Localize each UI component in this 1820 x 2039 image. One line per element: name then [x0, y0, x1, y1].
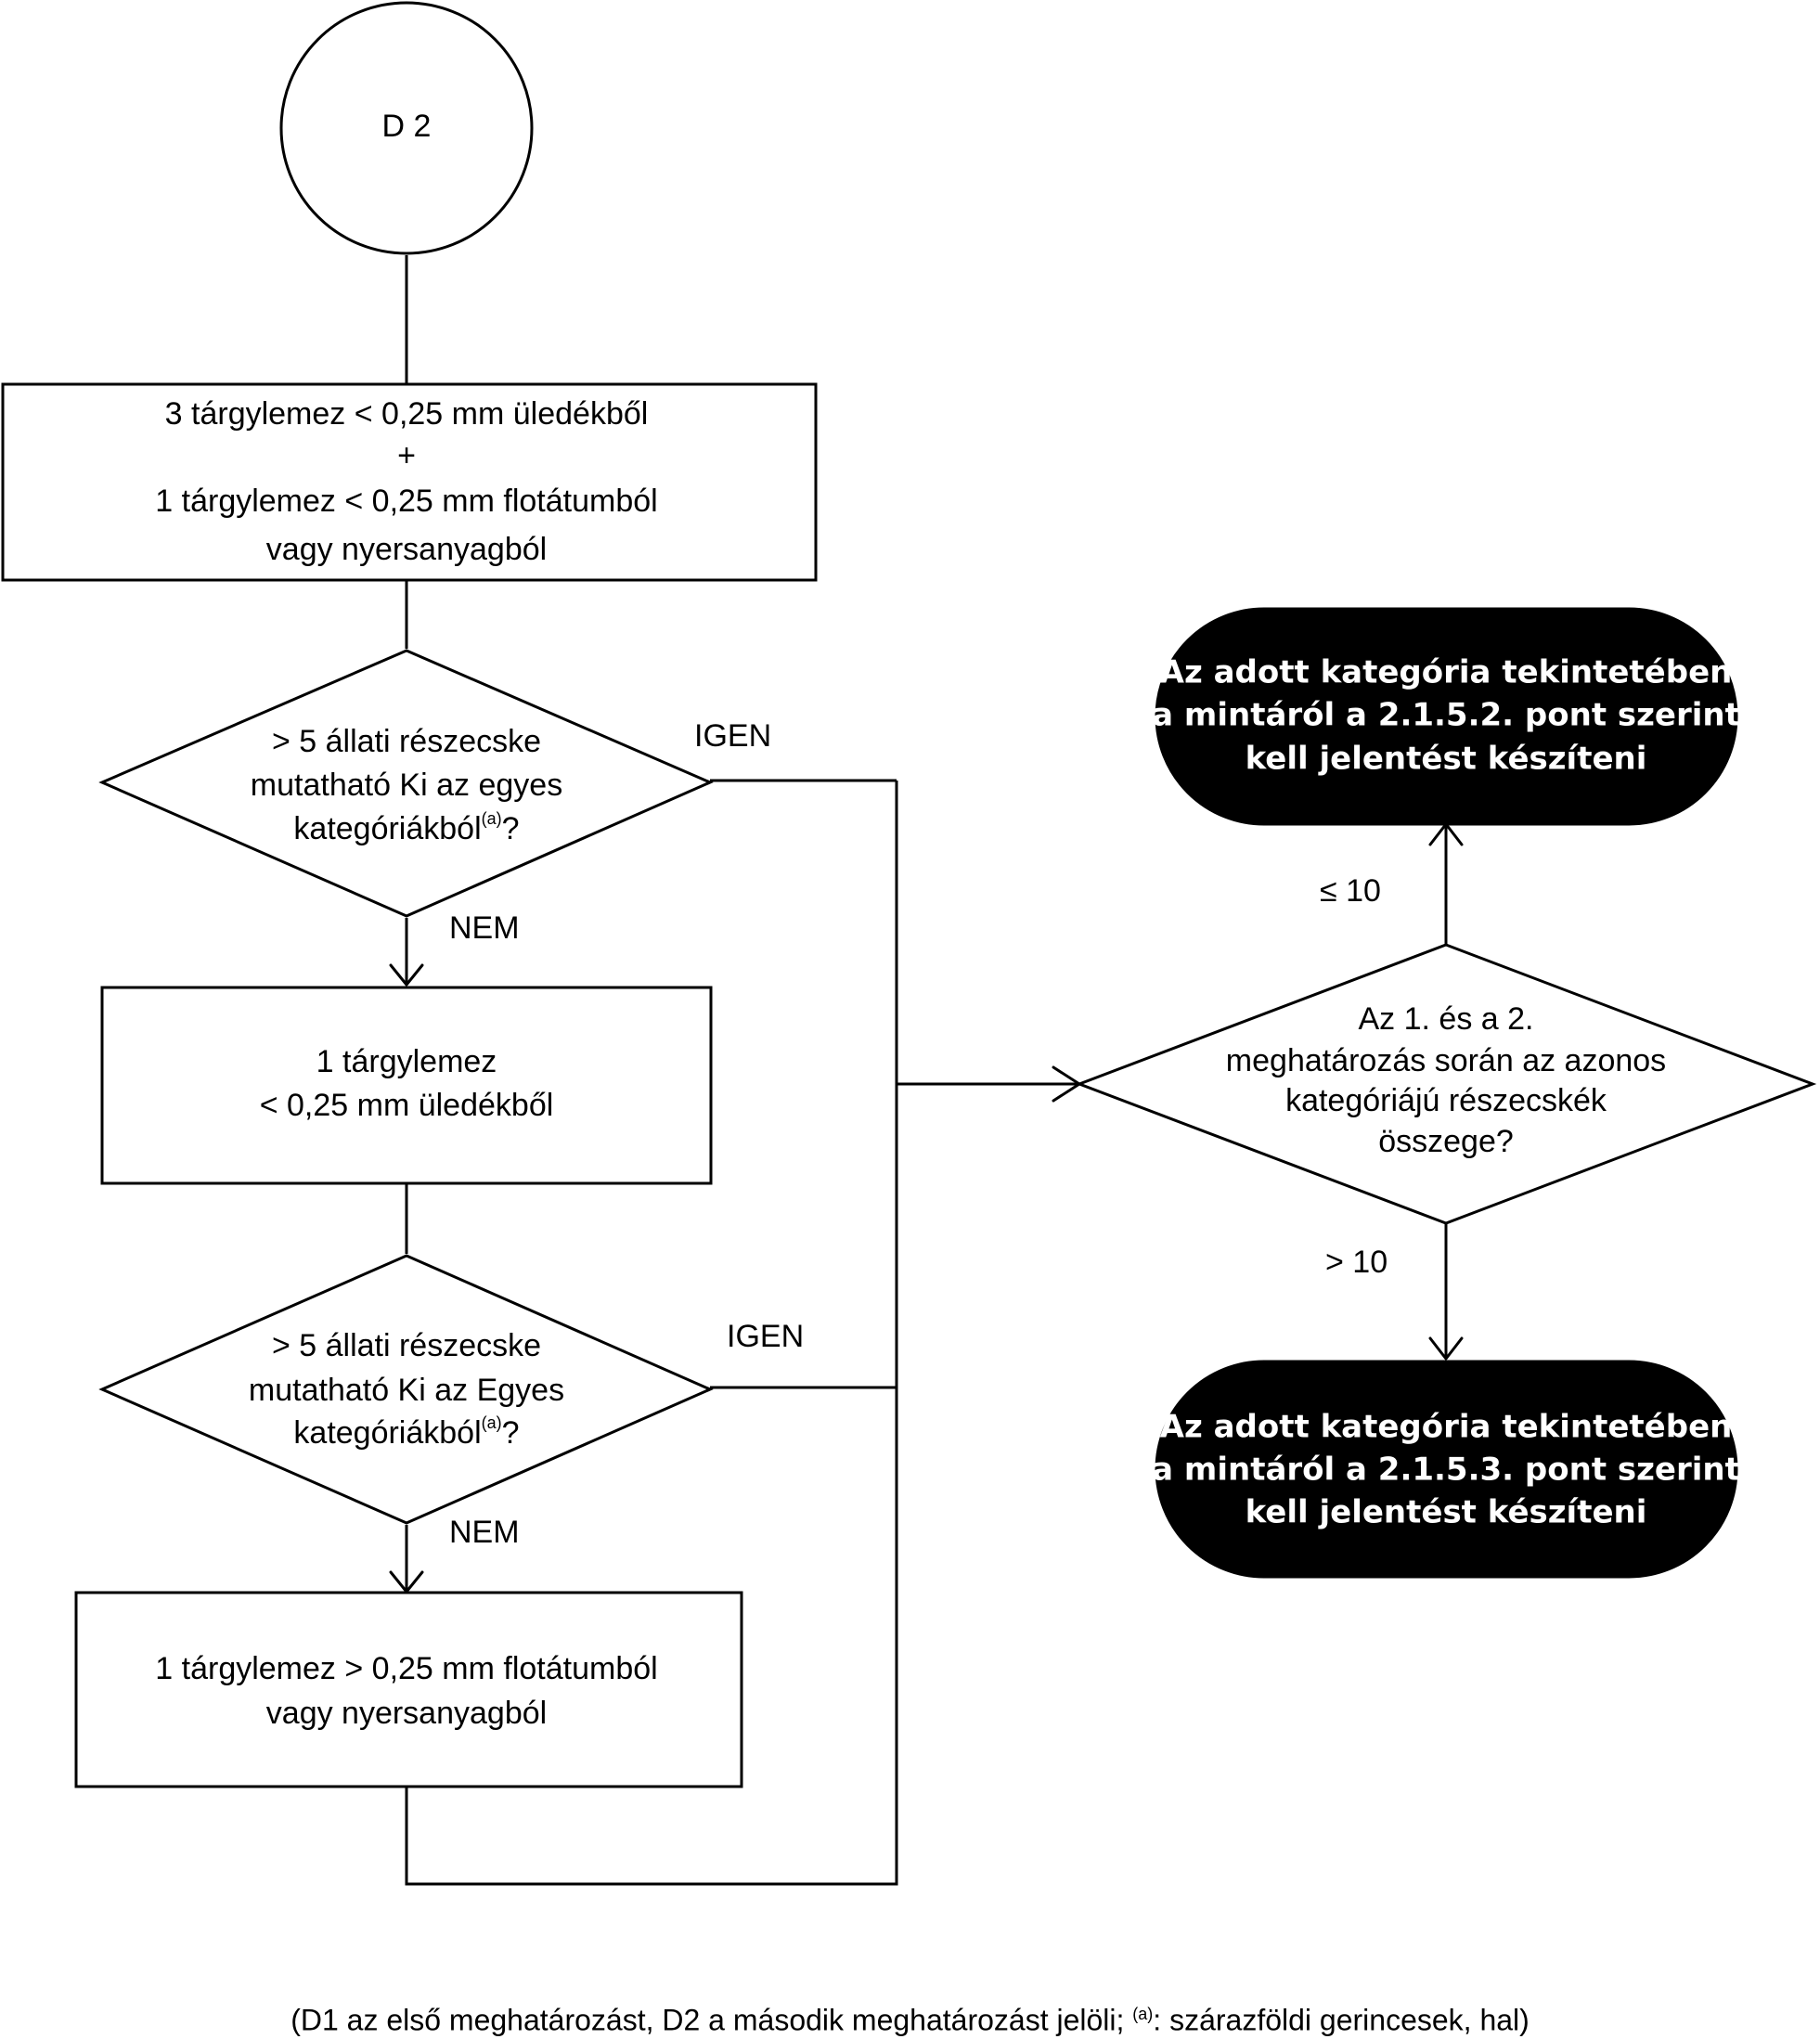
decision-3-diamond	[1075, 943, 1817, 1225]
terminal-top-line-1: Az adott kategória tekintetében	[1160, 654, 1733, 691]
decision1-superscript: (a)	[482, 809, 502, 828]
terminal-bottom-line-1: Az adott kategória tekintetében	[1160, 1409, 1733, 1446]
decision-1-diamond	[98, 649, 714, 918]
box-second-slide	[100, 986, 713, 1185]
terminal-report-2-1-5-3	[1155, 1360, 1738, 1579]
start-circle	[279, 1, 534, 255]
terminal-bottom-line-3: kell jelentést készíteni	[1246, 1494, 1647, 1531]
arrowhead-decision3-down	[1428, 1336, 1464, 1361]
decision2-line-1: > 5 állati részecske	[272, 1328, 541, 1363]
decision1-line-3-main: kategóriákból	[293, 811, 481, 846]
decision2-superscript: (a)	[482, 1413, 502, 1432]
terminal-bottom-line-2: a mintáról a 2.1.5.3. pont szerint	[1152, 1452, 1740, 1489]
label-greater-10: > 10	[1325, 1245, 1388, 1280]
box1-line-3: 1 tárgylemez < 0,25 mm flotátumból	[155, 484, 657, 519]
decision-2-diamond	[98, 1254, 714, 1525]
connector-box3-to-merge	[405, 781, 898, 1886]
box2-line-2: < 0,25 mm üledékből	[260, 1088, 554, 1123]
caption-part-1: (D1 az első meghatározást, D2 a második …	[290, 2003, 1133, 2037]
decision1-line-2: mutatható Ki az egyes	[251, 768, 562, 803]
caption-superscript: (a)	[1132, 2005, 1154, 2023]
terminal-top-line-2: a mintáról a 2.1.5.2. pont szerint	[1152, 697, 1740, 734]
box1-line-1: 3 tárgylemez < 0,25 mm üledékből	[165, 396, 649, 432]
decision1-line-1: > 5 állati részecske	[272, 724, 541, 759]
decision2-line-2: mutatható Ki az Egyes	[249, 1373, 564, 1408]
decision3-line-4: összege?	[1378, 1124, 1514, 1159]
decision1-line-3-end: ?	[502, 811, 520, 846]
decision2-yes-label: IGEN	[727, 1319, 804, 1354]
decision2-no-label: NEM	[449, 1515, 520, 1550]
start-label: D 2	[382, 109, 432, 144]
box2-line-1: 1 tárgylemez	[316, 1044, 497, 1079]
decision2-line-3-end: ?	[502, 1415, 520, 1451]
box-third-slide	[74, 1591, 743, 1788]
box-initial-slides	[1, 382, 818, 582]
caption-part-2: : szárazföldi gerincesek, hal)	[1153, 2003, 1530, 2037]
box3-line-2: vagy nyersanyagból	[266, 1696, 547, 1731]
decision2-line-3: kategóriákból(a)?	[293, 1413, 519, 1451]
terminal-report-2-1-5-2	[1155, 607, 1738, 826]
figure-caption: (D1 az első meghatározást, D2 a második …	[0, 1995, 1820, 2039]
box1-line-2: +	[397, 438, 416, 473]
terminal-top-line-3: kell jelentést készíteni	[1246, 741, 1647, 778]
decision1-yes-label: IGEN	[694, 718, 771, 754]
decision2-line-3-main: kategóriákból	[293, 1415, 481, 1451]
decision3-line-3: kategóriájú részecskék	[1285, 1083, 1607, 1118]
box3-line-1: 1 tárgylemez > 0,25 mm flotátumból	[155, 1651, 657, 1686]
decision1-no-label: NEM	[449, 910, 520, 946]
decision1-line-3: kategóriákból(a)?	[293, 809, 519, 846]
label-less-equal-10: ≤ 10	[1320, 873, 1381, 909]
arrowhead-decision1-no	[389, 963, 424, 987]
box1-line-4: vagy nyersanyagból	[266, 532, 547, 567]
decision3-line-1: Az 1. és a 2.	[1359, 1001, 1534, 1037]
decision3-line-2: meghatározás során az azonos	[1226, 1043, 1666, 1078]
